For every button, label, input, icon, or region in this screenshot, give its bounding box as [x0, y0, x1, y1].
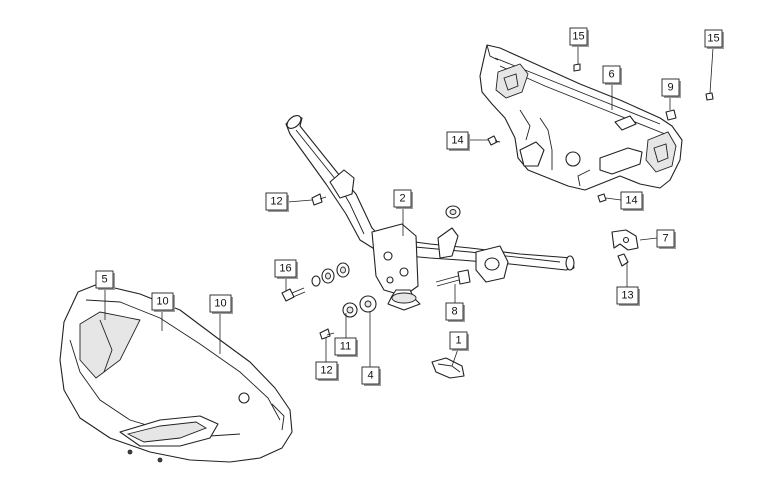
- screw-9: [665, 109, 677, 121]
- callout-15-right: 15: [704, 29, 724, 49]
- callout-8: 8: [445, 302, 465, 322]
- callout-1: 1: [449, 331, 469, 351]
- svg-text:9: 9: [667, 82, 673, 94]
- callout-11: 11: [334, 337, 358, 357]
- screw-15-left: [573, 63, 581, 72]
- callout-7: 7: [656, 229, 676, 249]
- rear-handlebar-cover: [479, 44, 683, 191]
- screw-14-lower: [597, 193, 607, 203]
- callout-10-left: 10: [151, 292, 175, 312]
- callout-16: 16: [274, 259, 298, 279]
- svg-text:15: 15: [707, 33, 719, 45]
- spacer-4: [359, 295, 377, 313]
- screw-12-lower: [319, 328, 335, 340]
- callout-12-upper: 12: [265, 192, 289, 212]
- spacer-11: [342, 302, 358, 318]
- svg-text:16: 16: [279, 263, 291, 275]
- screw-12-upper: [311, 193, 327, 206]
- svg-text:4: 4: [367, 370, 373, 382]
- svg-text:6: 6: [608, 69, 614, 81]
- callout-15-left: 15: [569, 27, 589, 47]
- top-nut: [445, 205, 461, 219]
- svg-text:12: 12: [320, 365, 332, 377]
- callout-6: 6: [602, 65, 622, 85]
- svg-text:15: 15: [572, 31, 584, 43]
- svg-text:10: 10: [156, 296, 168, 308]
- front-handlebar-cover: [59, 283, 293, 463]
- callout-14-upper: 14: [446, 131, 470, 151]
- svg-text:5: 5: [101, 274, 107, 286]
- washer-row: [311, 262, 350, 287]
- callout-13: 13: [616, 286, 640, 306]
- screw-14-upper: [487, 135, 501, 146]
- svg-text:8: 8: [451, 306, 457, 318]
- callout-12-lower: 12: [315, 361, 339, 381]
- callout-9: 9: [661, 78, 681, 98]
- svg-text:11: 11: [340, 341, 351, 353]
- svg-text:14: 14: [625, 195, 637, 207]
- svg-text:2: 2: [399, 193, 405, 205]
- handlebar: [285, 115, 575, 311]
- clip-1: [431, 357, 465, 379]
- svg-text:1: 1: [455, 335, 461, 347]
- svg-text:13: 13: [621, 290, 633, 302]
- callout-2: 2: [393, 189, 413, 209]
- screw-15-right: [705, 92, 714, 101]
- callout-14-lower: 14: [620, 191, 644, 211]
- svg-text:7: 7: [662, 233, 668, 245]
- bracket-7: [611, 229, 639, 251]
- callout-4: 4: [361, 366, 381, 386]
- bolt-16: [281, 287, 306, 302]
- screw-13: [617, 253, 629, 267]
- svg-text:14: 14: [451, 135, 463, 147]
- leader-lines: [104, 45, 714, 367]
- bolt-8: [435, 269, 471, 287]
- svg-text:12: 12: [270, 196, 282, 208]
- callout-5: 5: [95, 270, 115, 290]
- callout-10-right: 10: [209, 294, 233, 314]
- svg-text:10: 10: [214, 298, 226, 310]
